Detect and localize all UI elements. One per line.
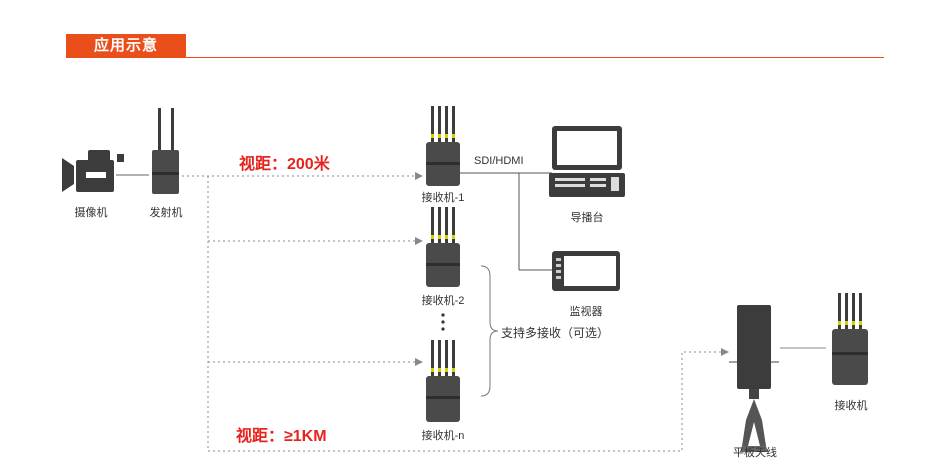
switcher-label: 导播台	[570, 212, 604, 224]
receiver-far-icon	[832, 293, 868, 385]
range-long-label: 视距：≥1KM	[236, 428, 327, 445]
receivers-brace	[480, 265, 499, 397]
receiver-n-icon	[426, 340, 460, 422]
multi-receive-label: 支持多接收（可选）	[501, 326, 610, 340]
panel-antenna-icon	[729, 305, 779, 452]
transmission-lines	[182, 172, 729, 452]
receiver-2-label: 接收机-2	[421, 295, 465, 307]
more-receivers-dots	[441, 313, 445, 331]
receiver-n-label: 接收机-n	[421, 430, 465, 442]
sdi-hdmi-label: SDI/HDMI	[474, 155, 524, 167]
monitor-icon	[552, 251, 620, 291]
panel-antenna-label: 平板天线	[733, 447, 777, 459]
camera-icon	[62, 150, 124, 192]
receiver-1-icon	[426, 106, 460, 186]
section-divider	[66, 57, 884, 58]
receiver-1-label: 接收机-1	[421, 192, 465, 204]
receiver-2-icon	[426, 207, 460, 287]
receiver-far-label: 接收机	[834, 400, 868, 412]
section-title: 应用示意	[66, 34, 186, 58]
camera-label: 摄像机	[74, 207, 108, 219]
monitor-label: 监视器	[569, 306, 603, 318]
transmitter-label: 发射机	[149, 207, 183, 219]
range-short-label: 视距：200米	[239, 156, 330, 173]
sdi-hdmi-lines	[460, 172, 552, 271]
transmitter-icon	[152, 108, 179, 194]
switcher-icon	[549, 126, 625, 197]
